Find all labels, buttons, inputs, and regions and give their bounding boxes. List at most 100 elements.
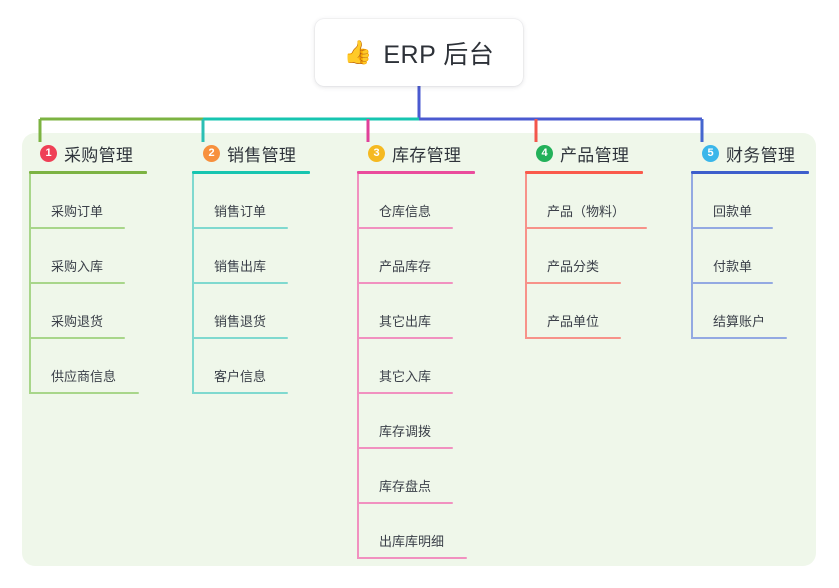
branch-item-underline [192,282,288,284]
branch-number-badge: 1 [40,144,57,162]
diagram-background-panel [22,133,816,566]
branch-title: 产品管理 [560,145,630,165]
branch-item[interactable]: 销售退货 [192,284,310,339]
branch-item-label: 供应商信息 [51,369,117,384]
branch-item-label: 客户信息 [214,369,267,384]
branch-item-label: 产品单位 [547,314,600,329]
branch-item-list: 回款单付款单结算账户 [691,174,809,339]
branch-item[interactable]: 产品库存 [357,229,475,284]
branch-item[interactable]: 产品（物料） [525,174,647,229]
branch-item[interactable]: 产品分类 [525,229,643,284]
branch-number-badge: 5 [702,144,719,162]
branch-underline [192,171,310,174]
branch-underline [525,171,643,174]
branch-item[interactable]: 回款单 [691,174,809,229]
branch-item-underline [357,557,467,559]
branch-title: 采购管理 [64,145,134,165]
branch-header-1[interactable]: 1 采购管理 [29,140,147,166]
branch-stem [29,174,31,394]
branch-stem [525,174,527,339]
root-node-content: 👍 ERP 后台 [344,35,495,71]
branch-header-2[interactable]: 2 销售管理 [192,140,310,166]
branch-item-underline [29,392,139,394]
branch-item-underline [357,502,453,504]
branch-item[interactable]: 其它出库 [357,284,475,339]
branch-stem [357,174,359,559]
branch-item-underline [29,337,125,339]
branch-item-underline [691,282,773,284]
branch-item[interactable]: 采购退货 [29,284,147,339]
branch-item-underline [29,227,125,229]
branch-item[interactable]: 采购订单 [29,174,147,229]
branch-underline [691,171,809,174]
branch-item[interactable]: 付款单 [691,229,809,284]
branch-item-label: 采购入库 [51,259,104,274]
branch-item-list: 采购订单采购入库采购退货供应商信息 [29,174,147,394]
branch-column-1[interactable]: 1 采购管理采购订单采购入库采购退货供应商信息 [29,140,147,394]
branch-item[interactable]: 其它入库 [357,339,475,394]
branch-title: 销售管理 [227,145,297,165]
branch-item[interactable]: 结算账户 [691,284,809,339]
branch-item[interactable]: 供应商信息 [29,339,147,394]
branch-item-label: 付款单 [713,259,753,274]
branch-item-label: 销售退货 [214,314,267,329]
branch-underline [357,171,475,174]
branch-item-underline [357,392,453,394]
branch-item[interactable]: 客户信息 [192,339,310,394]
branch-item-label: 其它入库 [379,369,432,384]
branch-item-underline [29,282,125,284]
branch-item-underline [525,227,647,229]
branch-item-label: 采购退货 [51,314,104,329]
branch-number-badge: 3 [368,144,385,162]
branch-item-underline [525,337,621,339]
branch-item-label: 出库库明细 [379,534,445,549]
branch-item-underline [691,227,773,229]
branch-header-5[interactable]: 5 财务管理 [691,140,809,166]
branch-stem [192,174,194,394]
branch-item-underline [525,282,621,284]
page-title: ERP 后台 [383,40,495,69]
branch-item-label: 销售出库 [214,259,267,274]
branch-item-label: 产品（物料） [547,204,626,219]
branch-item-label: 采购订单 [51,204,104,219]
branch-item-underline [357,447,453,449]
branch-item[interactable]: 库存盘点 [357,449,475,504]
branch-item-label: 结算账户 [713,314,766,329]
branch-item-underline [357,227,453,229]
branch-item[interactable]: 销售订单 [192,174,310,229]
branch-item-underline [192,392,288,394]
branch-stem [691,174,693,339]
thumbs-up-icon: 👍 [343,39,373,65]
branch-item-label: 仓库信息 [379,204,432,219]
branch-underline [29,171,147,174]
branch-item-underline [192,227,288,229]
branch-item-list: 产品（物料） 产品分类产品单位 [525,174,647,339]
branch-title: 财务管理 [726,145,796,165]
branch-item-label: 产品库存 [379,259,432,274]
branch-item-list: 销售订单销售出库销售退货客户信息 [192,174,310,394]
branch-item-label: 库存调拨 [379,424,432,439]
branch-item-underline [357,337,453,339]
branch-column-5[interactable]: 5 财务管理回款单付款单结算账户 [691,140,809,339]
branch-item[interactable]: 仓库信息 [357,174,475,229]
branch-item-label: 产品分类 [547,259,600,274]
branch-item-underline [192,337,288,339]
branch-number-badge: 2 [203,144,220,162]
branch-item-label: 回款单 [713,204,753,219]
branch-item[interactable]: 出库库明细 [357,504,475,559]
branch-item[interactable]: 产品单位 [525,284,643,339]
branch-column-2[interactable]: 2 销售管理销售订单销售出库销售退货客户信息 [192,140,310,394]
branch-item[interactable]: 库存调拨 [357,394,475,449]
branch-item-label: 销售订单 [214,204,267,219]
branch-item-underline [691,337,787,339]
branch-item-list: 仓库信息产品库存其它出库其它入库库存调拨库存盘点出库库明细 [357,174,475,559]
branch-item-label: 其它出库 [379,314,432,329]
branch-item[interactable]: 采购入库 [29,229,147,284]
root-node-card[interactable]: 👍 ERP 后台 [315,19,523,86]
branch-item[interactable]: 销售出库 [192,229,310,284]
